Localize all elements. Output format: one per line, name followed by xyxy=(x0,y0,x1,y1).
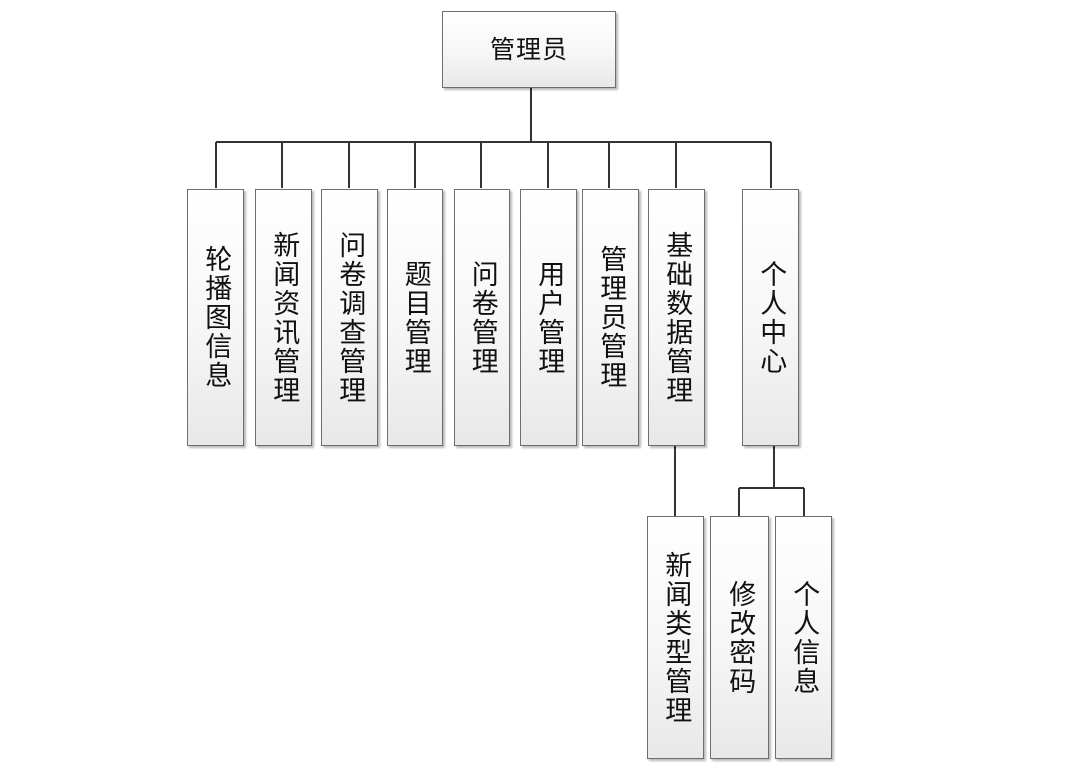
node-personal-info-label: 个人信息 xyxy=(788,579,820,696)
node-questionnaire-management: 问卷管理 xyxy=(454,189,510,446)
node-news-type-management: 新闻类型管理 xyxy=(647,516,704,759)
node-news-management-label: 新闻资讯管理 xyxy=(268,230,300,405)
node-questionnaire-management-label: 问卷管理 xyxy=(466,259,498,376)
node-admin-root: 管理员 xyxy=(442,11,616,88)
node-admin-management-label: 管理员管理 xyxy=(595,245,627,390)
node-carousel-info-label: 轮播图信息 xyxy=(200,245,232,390)
node-news-type-management-label: 新闻类型管理 xyxy=(660,550,692,725)
node-question-management-label: 题目管理 xyxy=(399,259,431,376)
node-basic-data-management: 基础数据管理 xyxy=(648,189,705,446)
node-personal-center: 个人中心 xyxy=(742,189,799,446)
node-personal-info: 个人信息 xyxy=(775,516,832,759)
node-admin-root-label: 管理员 xyxy=(489,35,568,64)
node-change-password: 修改密码 xyxy=(710,516,769,759)
node-survey-management-label: 问卷调查管理 xyxy=(334,230,366,405)
node-question-management: 题目管理 xyxy=(387,189,443,446)
node-basic-data-management-label: 基础数据管理 xyxy=(661,230,693,405)
node-survey-management: 问卷调查管理 xyxy=(321,189,378,446)
node-news-management: 新闻资讯管理 xyxy=(255,189,312,446)
node-change-password-label: 修改密码 xyxy=(724,579,756,696)
node-carousel-info: 轮播图信息 xyxy=(187,189,244,446)
node-user-management-label: 用户管理 xyxy=(533,259,565,376)
node-user-management: 用户管理 xyxy=(520,189,577,446)
node-admin-management: 管理员管理 xyxy=(582,189,639,446)
node-personal-center-label: 个人中心 xyxy=(755,259,787,376)
